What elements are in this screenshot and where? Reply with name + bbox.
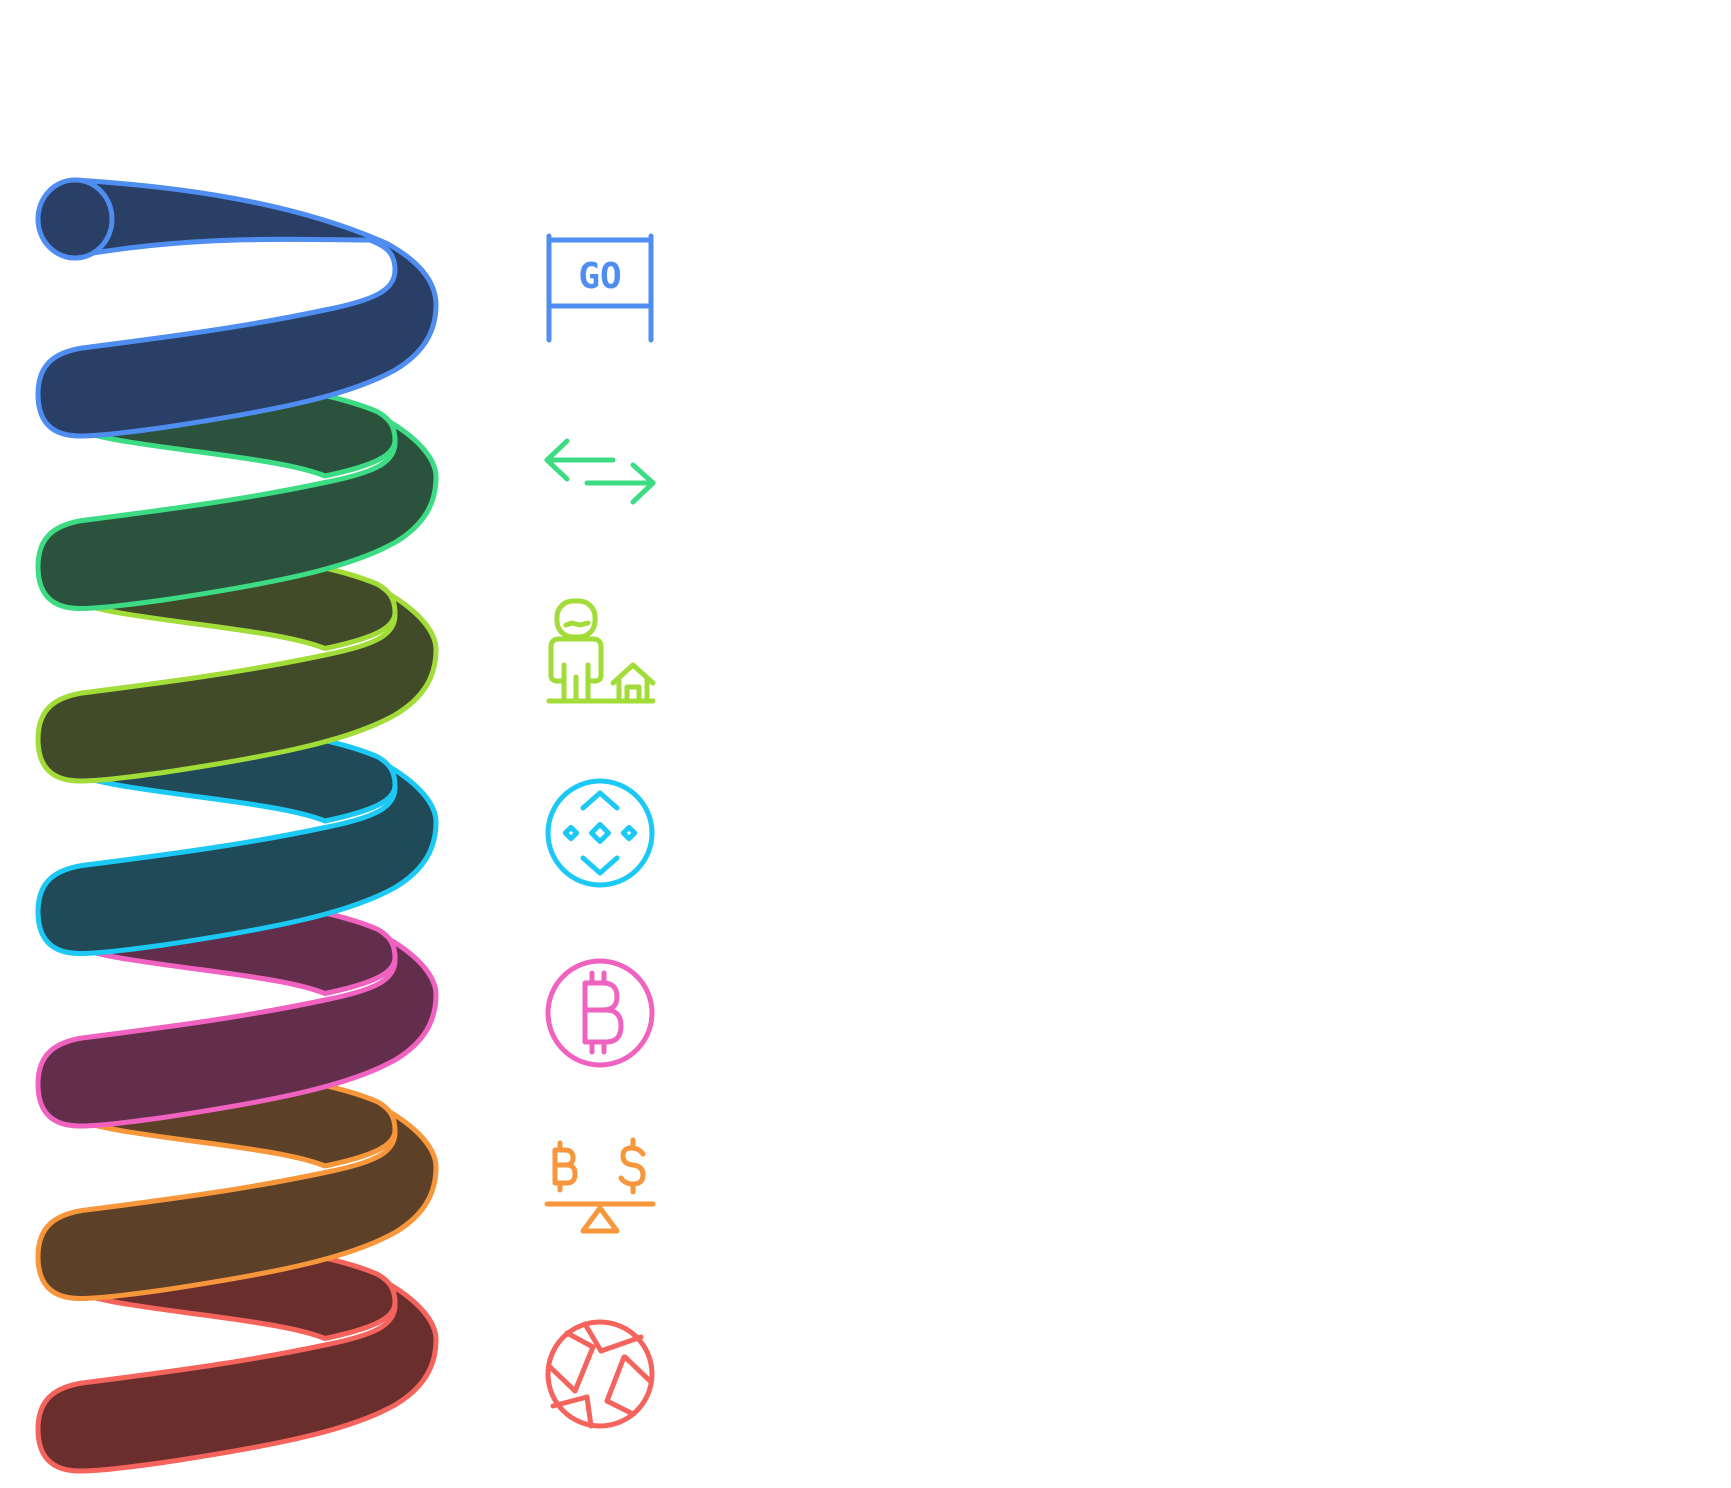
step-icon-1: GO (535, 226, 665, 356)
coil-back-band-4 (57, 905, 398, 996)
bitcoin-coin-icon (545, 958, 655, 1068)
coil-back-band-2 (57, 560, 398, 651)
exchange-arrows-icon (544, 438, 656, 505)
coil-back-band-1 (57, 387, 398, 479)
step-icon-6 (535, 1128, 665, 1258)
coil-back-band-6 (57, 1250, 398, 1341)
coil-segment-6 (35, 1079, 439, 1341)
aperture-icon (545, 1319, 655, 1429)
bitcoin-dollar-balance-icon (544, 1137, 656, 1234)
step-icon-7 (535, 1309, 665, 1439)
binance-coin-icon (545, 778, 655, 888)
coil-back-band-5 (57, 1077, 398, 1169)
step-icon-5 (535, 948, 665, 1078)
coil-end-cap (35, 177, 115, 261)
step-icon-4 (535, 768, 665, 898)
go-sign-icon: GO (546, 233, 654, 343)
coil-front-band-1 (35, 177, 439, 439)
go-sign-label: GO (578, 256, 621, 297)
coil-segment-1 (35, 177, 439, 479)
coil-back-band-3 (57, 732, 398, 824)
step-icon-3 (535, 595, 665, 725)
person-house-icon (546, 598, 656, 704)
step-icon-2 (535, 405, 665, 535)
